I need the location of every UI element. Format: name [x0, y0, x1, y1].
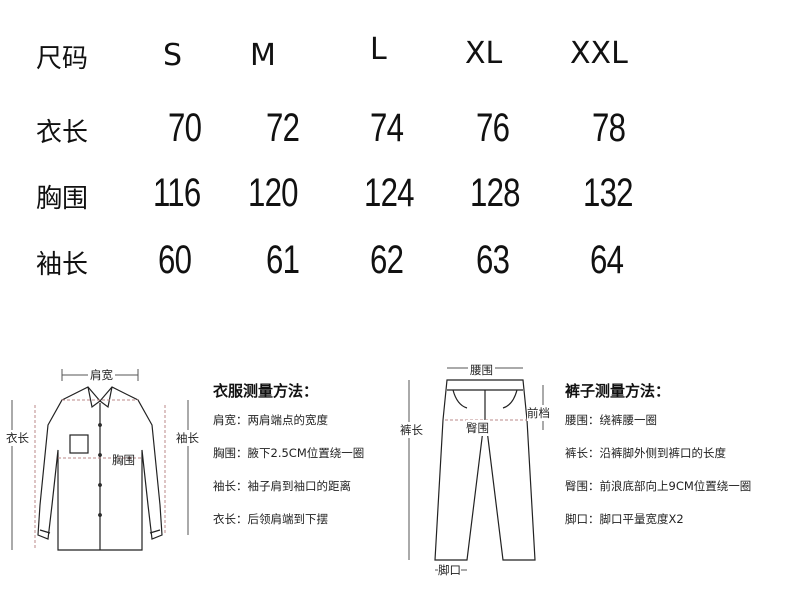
size-header-label: 尺码: [36, 44, 89, 74]
pants-note-hem: 脚口：脚口平量宽度X2: [565, 512, 684, 526]
pants-label-length: 裤长: [400, 422, 423, 438]
shirt-note-shoulder: 肩宽：两肩端点的宽度: [213, 413, 328, 427]
shirt-diagram: [11, 369, 189, 551]
cell-sleeve-xl: 63: [476, 238, 510, 282]
cell-chest-xxl: 132: [583, 171, 634, 215]
shirt-note-length: 衣长：后领肩端到下摆: [213, 512, 328, 526]
cell-sleeve-s: 60: [158, 238, 192, 282]
shirt-note-sleeve: 袖长：袖子肩到袖口的距离: [213, 479, 351, 493]
pants-label-waist: 腰围: [468, 362, 495, 378]
pants-note-length: 裤长：沿裤脚外侧到裤口的长度: [565, 446, 726, 460]
cell-sleeve-l: 62: [370, 238, 404, 282]
cell-length-xxl: 78: [592, 106, 626, 150]
shirt-section-title: 衣服测量方法：: [213, 382, 319, 400]
size-s: S: [163, 38, 183, 73]
size-xl: XL: [465, 36, 503, 71]
pants-diagram: [408, 367, 544, 571]
pants-note-waist: 腰围：绕裤腰一圈: [565, 413, 657, 427]
cell-chest-l: 124: [364, 171, 415, 215]
shirt-label-length: 衣长: [6, 430, 29, 446]
row-label-length: 衣长: [36, 118, 89, 148]
cell-length-l: 74: [370, 106, 404, 150]
cell-length-s: 70: [168, 106, 202, 150]
cell-chest-m: 120: [248, 171, 299, 215]
cell-length-xl: 76: [476, 106, 510, 150]
shirt-label-chest: 胸围: [112, 453, 135, 467]
shirt-note-chest: 胸围：腋下2.5CM位置绕一圈: [213, 446, 365, 460]
size-xxl: XXL: [570, 36, 628, 71]
pants-label-rise: 前档: [527, 405, 550, 421]
row-label-chest: 胸围: [36, 184, 89, 214]
pants-section-title: 裤子测量方法：: [565, 382, 671, 400]
cell-sleeve-xxl: 64: [590, 238, 624, 282]
shirt-label-sleeve: 袖长: [176, 430, 199, 446]
size-l: L: [370, 32, 387, 67]
size-m: M: [250, 38, 276, 73]
pants-label-hem: 脚口: [438, 562, 461, 578]
pants-note-hip: 臀围：前浪底部向上9CM位置绕一圈: [565, 479, 752, 493]
row-label-sleeve: 袖长: [36, 250, 89, 280]
cell-sleeve-m: 61: [266, 238, 300, 282]
shirt-label-shoulder: 肩宽: [88, 367, 115, 383]
cell-chest-xl: 128: [470, 171, 521, 215]
cell-length-m: 72: [266, 106, 300, 150]
cell-chest-s: 116: [153, 171, 201, 215]
pants-label-hip: 臀围: [466, 420, 489, 436]
